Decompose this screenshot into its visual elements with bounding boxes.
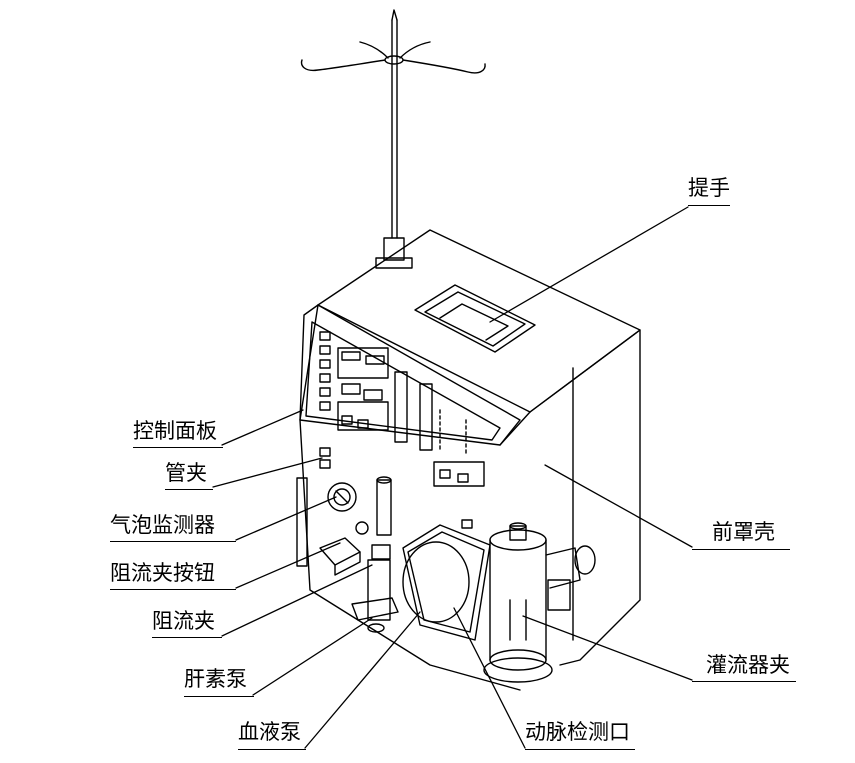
- label-front-cover: 前罩壳: [712, 520, 775, 544]
- label-clamp-underline: [152, 637, 222, 638]
- leader-lines: [212, 206, 693, 749]
- label-perfusion-clamp: 灌流器夹: [706, 653, 790, 677]
- control-panel: [299, 304, 521, 487]
- label-tube-clamp: 管夹: [165, 461, 207, 485]
- label-clamp-button: 阻流夹按钮: [110, 561, 215, 585]
- blood-pump: [402, 524, 491, 641]
- left-bracket: [296, 477, 308, 567]
- tube-clamp: [319, 447, 473, 529]
- label-arterial-port-underline: [525, 749, 635, 750]
- handle-recess: [414, 284, 536, 353]
- clamp-assembly: [319, 476, 399, 633]
- label-blood-pump: 血液泵: [238, 720, 301, 744]
- label-blood-pump-underline: [238, 749, 306, 750]
- label-bubble-detector: 气泡监测器: [110, 513, 215, 537]
- label-clamp-button-underline: [110, 589, 236, 590]
- bubble-detector: [327, 482, 357, 512]
- label-tube-clamp-underline: [165, 489, 213, 490]
- label-clamp: 阻流夹: [152, 609, 215, 633]
- label-handle-underline: [688, 205, 730, 206]
- label-arterial-port: 动脉检测口: [525, 720, 630, 744]
- label-bubble-detector-underline: [110, 541, 236, 542]
- label-perfusion-clamp-underline: [692, 681, 796, 682]
- perfusion-column: [483, 522, 596, 683]
- label-heparin-pump: 肝素泵: [184, 667, 247, 691]
- label-control-panel-underline: [133, 447, 223, 448]
- label-control-panel: 控制面板: [133, 419, 217, 443]
- device-housing: [299, 229, 641, 691]
- label-handle: 提手: [688, 176, 730, 200]
- label-heparin-pump-underline: [184, 696, 254, 697]
- label-front-cover-underline: [692, 549, 790, 550]
- iv-pole: [300, 9, 486, 269]
